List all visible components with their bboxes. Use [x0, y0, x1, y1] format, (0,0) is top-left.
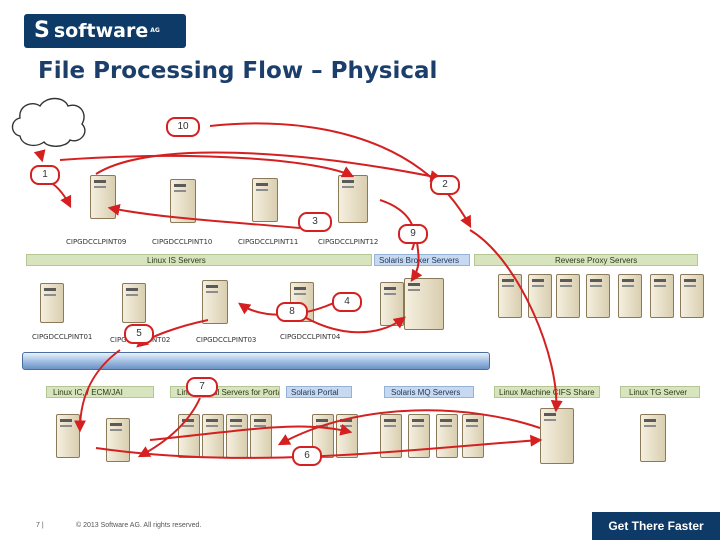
ecm-server-2 [106, 418, 130, 462]
band-linux-ecm: Linux IC, / ECM/JAI [46, 386, 154, 398]
band-reverse-proxy: Reverse Proxy Servers [474, 254, 698, 266]
step-badge-10: 10 [166, 117, 200, 137]
server-cipgdcclpint09 [90, 175, 116, 219]
band-linux-is: Linux IS Servers [26, 254, 372, 266]
mq-server-2 [408, 414, 430, 458]
step-badge-5: 5 [124, 324, 154, 344]
step-badge-4: 4 [332, 292, 362, 312]
page-title: File Processing Flow – Physical [38, 58, 438, 84]
proxy-server-1 [498, 274, 522, 318]
server-label-04: CIPGDCCLPINT04 [280, 333, 341, 341]
step-badge-1: 1 [30, 165, 60, 185]
solaris-portal-server-2 [336, 414, 358, 458]
mq-server-1 [380, 414, 402, 458]
tagline-banner: Get There Faster [592, 512, 720, 540]
band-linux-is-label: Linux IS Servers [147, 256, 206, 265]
server-label-10: CIPGDCCLPINT10 [152, 238, 213, 246]
band-linux-cifs: Linux Machine CIFS Share [494, 386, 600, 398]
band-solaris-mq-label: Solaris MQ Servers [391, 388, 461, 397]
band-linux-ecm-label: Linux IC, / ECM/JAI [53, 388, 123, 397]
proxy-server-5 [618, 274, 642, 318]
proxy-server-6 [650, 274, 674, 318]
band-solaris-portal-label: Solaris Portal [291, 388, 339, 397]
proxy-server-2 [528, 274, 552, 318]
step-badge-7: 7 [186, 377, 218, 397]
server-cipgdcclpint10 [170, 179, 196, 223]
step-badge-2: 2 [430, 175, 460, 195]
mq-server-4 [462, 414, 484, 458]
step-badge-9: 9 [398, 224, 428, 244]
logo-suffix: AG [150, 27, 160, 34]
server-label-03: CIPGDCCLPINT03 [196, 336, 257, 344]
ecm-server-1 [56, 414, 80, 458]
step-badge-6: 6 [292, 446, 322, 466]
server-cipgdcclpint01 [40, 283, 64, 323]
server-cipgdcclpint03 [202, 280, 228, 324]
portal-server-3 [226, 414, 248, 458]
band-portal-linux-label: Linux Portal Servers for Portal [177, 388, 280, 397]
logo-text: software [53, 20, 149, 42]
server-label-12: CIPGDCCLPINT12 [318, 238, 379, 246]
page-number: 7 | [36, 522, 44, 529]
copyright: © 2013 Software AG. All rights reserved. [76, 522, 202, 529]
portal-server-2 [202, 414, 224, 458]
band-linux-tg-label: Linux TG Server [629, 388, 688, 397]
network-bus [22, 352, 490, 370]
step-badge-3: 3 [298, 212, 332, 232]
broker-server-b [404, 278, 444, 330]
server-label-11: CIPGDCCLPINT11 [238, 238, 299, 246]
portal-server-4 [250, 414, 272, 458]
server-cipgdcclpint12 [338, 175, 368, 223]
step-badge-8: 8 [276, 302, 308, 322]
server-label-09: CIPGDCCLPINT09 [66, 238, 127, 246]
band-reverse-proxy-label: Reverse Proxy Servers [555, 256, 638, 265]
tg-server [640, 414, 666, 462]
cloud-icon [11, 97, 86, 147]
band-linux-tg: Linux TG Server [620, 386, 700, 398]
cifs-share-server [540, 408, 574, 464]
proxy-server-3 [556, 274, 580, 318]
band-linux-cifs-label: Linux Machine CIFS Share [499, 388, 595, 397]
band-solaris-portal: Solaris Portal [286, 386, 352, 398]
proxy-server-4 [586, 274, 610, 318]
server-cipgdcclpint02 [122, 283, 146, 323]
proxy-server-7 [680, 274, 704, 318]
band-solaris-broker: Solaris Broker Servers [374, 254, 470, 266]
server-label-01: CIPGDCCLPINT01 [32, 333, 93, 341]
mq-server-3 [436, 414, 458, 458]
server-cipgdcclpint11 [252, 178, 278, 222]
band-solaris-broker-label: Solaris Broker Servers [379, 256, 460, 265]
portal-server-1 [178, 414, 200, 458]
logo-s-icon: S [34, 18, 50, 43]
band-solaris-mq: Solaris MQ Servers [384, 386, 474, 398]
broker-server-a [380, 282, 404, 326]
